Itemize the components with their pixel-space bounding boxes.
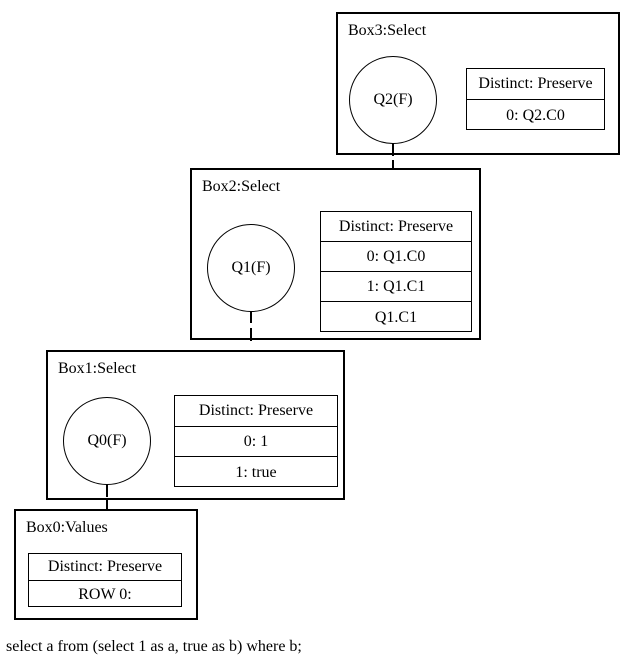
edge-q1-to-box1-segment	[250, 328, 252, 341]
table-row: 1: true	[235, 463, 277, 481]
table-row: 1: Q1.C1	[321, 272, 471, 302]
table-row: Distinct: Preserve	[175, 396, 337, 427]
column-table-box3[interactable]: Distinct: Preserve 0: Q2.C0	[466, 68, 605, 130]
edge-q2-to-box2-segment	[392, 160, 394, 170]
box-title-box3: Box3:Select	[348, 22, 427, 39]
column-table-box1[interactable]: Distinct: Preserve 0: 1 1: true	[174, 395, 338, 487]
table-row: Distinct: Preserve	[467, 69, 604, 100]
box-title-box0: Box0:Values	[26, 519, 108, 536]
quantifier-q1[interactable]: Q1(F)	[207, 224, 295, 312]
table-row: Q1.C1	[374, 308, 418, 326]
table-row: Distinct: Preserve	[29, 554, 181, 581]
edge-q0-to-box0-segment	[106, 500, 108, 511]
table-row: Distinct: Preserve	[321, 212, 471, 242]
box-title-box1: Box1:Select	[58, 360, 137, 377]
query-caption: select a from (select 1 as a, true as b)…	[6, 638, 302, 655]
quantifier-q2[interactable]: Q2(F)	[349, 56, 437, 144]
edge-q1-to-box1	[250, 311, 252, 323]
table-row: ROW 0:	[78, 585, 132, 603]
table-row: 0: 1	[175, 427, 337, 457]
table-row: 0: Q2.C0	[506, 106, 565, 124]
edge-q0-to-box0	[106, 484, 108, 497]
column-table-box0[interactable]: Distinct: Preserve ROW 0:	[28, 553, 182, 607]
table-row: 0: Q1.C0	[321, 242, 471, 272]
quantifier-q0[interactable]: Q0(F)	[63, 397, 151, 485]
box-title-box2: Box2:Select	[202, 178, 281, 195]
edge-q2-to-box2	[392, 143, 394, 156]
column-table-box2[interactable]: Distinct: Preserve 0: Q1.C0 1: Q1.C1 Q1.…	[320, 211, 472, 332]
